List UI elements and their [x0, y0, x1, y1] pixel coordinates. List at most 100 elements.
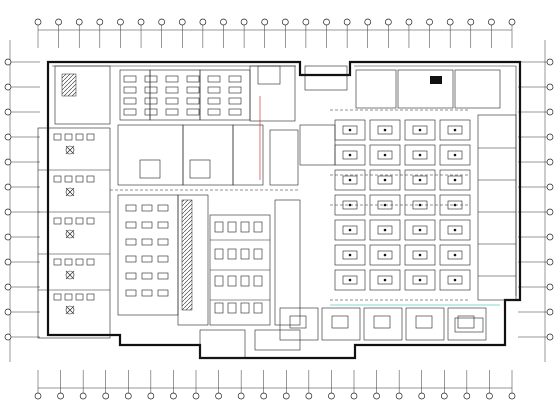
office-desk	[377, 250, 393, 260]
bottom-room-table	[289, 315, 307, 329]
office-cubicle	[369, 144, 401, 166]
bottom-room	[321, 307, 361, 341]
office-cubicle	[439, 244, 471, 266]
workstation	[125, 238, 137, 246]
workstation	[53, 293, 62, 301]
workstation	[141, 221, 153, 229]
workstation	[53, 175, 62, 183]
desk	[165, 97, 179, 105]
office-cubicle	[334, 119, 366, 141]
grid-axis-bubble	[305, 392, 313, 400]
office-desk	[447, 225, 463, 235]
office-cubicle	[439, 169, 471, 191]
grid-axis-bubble	[34, 392, 42, 400]
outlet-symbol	[418, 228, 422, 232]
grid-axis-bubble	[96, 18, 104, 26]
office-cubicle	[439, 119, 471, 141]
outlet-symbol	[383, 253, 387, 257]
office-desk	[342, 275, 358, 285]
grid-axis-bubble	[546, 283, 554, 291]
outlet-symbol	[348, 128, 352, 132]
office-desk	[412, 275, 428, 285]
desk	[123, 86, 137, 94]
grid-axis-bubble	[170, 392, 177, 400]
office-cubicle	[404, 244, 436, 266]
bottom-room-table	[331, 315, 349, 329]
ceiling-fan	[65, 229, 75, 239]
workstation	[86, 217, 95, 225]
ceiling-fan	[65, 187, 75, 197]
office-desk	[447, 175, 463, 185]
workstation	[157, 204, 169, 212]
outlet-symbol	[453, 253, 457, 257]
equipment-cabinet	[227, 302, 237, 314]
office-cubicle	[439, 219, 471, 241]
office-desk	[412, 125, 428, 135]
ceiling-fan	[65, 145, 75, 155]
outlet-symbol	[418, 128, 422, 132]
workstation	[141, 272, 153, 280]
bottom-room	[447, 307, 487, 341]
outlet-symbol	[453, 128, 457, 132]
grid-axis-bubble	[4, 308, 12, 316]
grid-axis-bubble	[178, 18, 186, 26]
desk	[228, 75, 242, 83]
equipment-cabinet	[214, 275, 224, 287]
right-office-grid	[334, 119, 471, 291]
workstation	[75, 217, 84, 225]
workstation	[141, 204, 153, 212]
workstation	[86, 258, 95, 266]
grid-axis-bubble	[546, 208, 554, 216]
grid-axes-right	[518, 58, 554, 341]
ceiling-fan-blade	[65, 229, 75, 239]
grid-axis-bubble	[508, 18, 516, 26]
ceiling-fan-blade	[65, 305, 75, 315]
grid-axis-bubble	[4, 158, 12, 166]
desk	[165, 75, 179, 83]
grid-axis-bubble	[199, 18, 207, 26]
grid-axis-bubble	[546, 108, 554, 116]
office-cubicle	[439, 144, 471, 166]
outlet-symbol	[348, 253, 352, 257]
grid-axis-bubble	[4, 108, 12, 116]
office-desk	[377, 225, 393, 235]
office-cubicle	[334, 144, 366, 166]
central-office-block	[117, 96, 336, 186]
left-wing-fixtures	[53, 133, 95, 315]
bottom-room-table	[457, 315, 475, 329]
workstation	[64, 258, 73, 266]
ceiling-fan	[65, 270, 75, 280]
grid-axis-bubble	[546, 58, 554, 66]
grid-axis-bubble	[405, 18, 413, 26]
workstation	[75, 258, 84, 266]
workstation	[53, 133, 62, 141]
ceiling-fan	[65, 305, 75, 315]
outlet-symbol	[348, 178, 352, 182]
office-cubicle	[369, 244, 401, 266]
desk	[144, 108, 158, 116]
grid-axis-bubble	[4, 183, 12, 191]
equipment-cabinet	[253, 248, 263, 260]
grid-axis-bubble	[57, 392, 64, 400]
office-cubicle	[334, 219, 366, 241]
bottom-room-table	[373, 315, 391, 329]
grid-axis-bubble	[215, 392, 222, 400]
outlet-symbol	[418, 178, 422, 182]
grid-axis-bubble	[192, 392, 200, 400]
grid-axis-bubble	[418, 392, 426, 400]
desk	[207, 86, 221, 94]
office-desk	[377, 175, 393, 185]
bottom-room	[363, 307, 403, 341]
grid-axis-bubble	[158, 18, 166, 26]
outlet-symbol	[453, 278, 457, 282]
workstation	[157, 255, 169, 263]
office-desk	[342, 250, 358, 260]
grid-axis-bubble	[546, 133, 554, 141]
grid-axis-bubble	[508, 392, 516, 400]
outlet-symbol	[383, 128, 387, 132]
outlet-symbol	[348, 228, 352, 232]
grid-axis-bubble	[426, 18, 433, 26]
outlet-symbol	[418, 253, 422, 257]
desk-rows-top	[123, 75, 242, 116]
grid-axis-bubble	[4, 83, 12, 91]
